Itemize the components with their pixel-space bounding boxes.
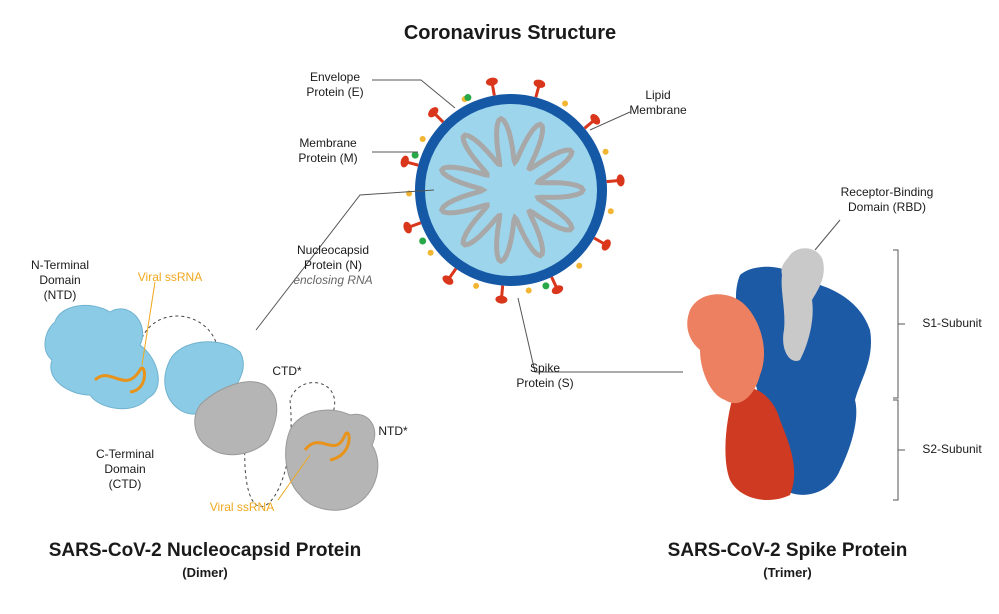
membrane-protein-dot [419, 136, 426, 142]
ctd-domain-surface-grey [194, 381, 278, 456]
s2-bracket [893, 399, 899, 501]
spike-head [403, 221, 412, 234]
envelope-protein-dot [542, 282, 550, 290]
spike-trimer [687, 219, 905, 501]
spike-blue-chain [735, 266, 872, 495]
ctd-star-label: CTD* [272, 364, 302, 378]
spike-head [551, 285, 564, 295]
spike-head [400, 155, 409, 168]
membrane-protein-dot [562, 100, 569, 107]
spike-leader [517, 297, 590, 373]
surface-proteins [400, 77, 625, 304]
envelope-protein-label: Envelope Protein (E) [306, 70, 364, 99]
s1-subunit-label: S1-Subunit [922, 316, 982, 330]
nucleocapsid-protein-label: Nucleocapsid Protein (N) [296, 243, 370, 272]
membrane-protein-dot [607, 208, 614, 215]
spike-head [495, 295, 508, 304]
ntd-domain-surface [44, 304, 159, 410]
nucleocapsid-rna-coil [438, 115, 586, 265]
ntd-star-label: NTD* [378, 424, 408, 438]
nucleocapsid-subheading: (Dimer) [182, 565, 228, 580]
membrane-protein-dot [473, 282, 480, 289]
viral-ssrna-label-top: Viral ssRNA [137, 270, 203, 284]
envelope-protein-dot [464, 94, 472, 102]
envelope-leader [372, 79, 456, 109]
nucleocapsid-leader [255, 189, 435, 331]
ssrna-leader-bottom [277, 454, 311, 501]
virion-leader-lines [255, 79, 683, 373]
ntd-label: N-Terminal Domain (NTD) [30, 258, 89, 302]
spike-red-chain [725, 387, 795, 500]
ssrna-leader-top [141, 281, 156, 366]
membrane-protein-label: Membrane Protein (M) [298, 136, 358, 165]
rbd-label: Receptor-Binding Domain (RBD) [840, 185, 934, 214]
nucleocapsid-dimer [44, 281, 379, 511]
spike-heading: SARS-CoV-2 Spike Protein [667, 540, 908, 561]
nucleocapsid-heading: SARS-CoV-2 Nucleocapsid Protein [48, 540, 362, 561]
spike-subheading: (Trimer) [763, 565, 812, 580]
membrane-protein-dot [525, 287, 532, 294]
virion-interior [425, 104, 597, 276]
rna-coil-path [438, 115, 586, 265]
spike-head [428, 107, 439, 118]
s2-subunit-label: S2-Subunit [922, 442, 982, 456]
spike-head [616, 174, 625, 187]
lipid-leader [589, 111, 631, 131]
spike-protein-label: Spike Protein (S) [516, 361, 574, 390]
nucleocapsid-note: enclosing RNA [293, 273, 373, 287]
rbd-leader [814, 219, 841, 251]
spike-head [442, 275, 454, 285]
membrane-protein-dot [427, 249, 434, 256]
rbd-grey [781, 248, 824, 361]
spike-head [485, 77, 498, 86]
ssrna-strand-1 [93, 366, 146, 394]
viral-ssrna-label-bottom: Viral ssRNA [209, 500, 275, 514]
ctd-label: C-Terminal Domain (CTD) [95, 447, 154, 491]
spike-head [590, 114, 601, 125]
spike-head [533, 79, 546, 88]
ssrna-strand-2 [303, 431, 351, 462]
s1-bracket [893, 249, 899, 399]
lipid-membrane-label: Lipid Membrane [629, 88, 687, 117]
envelope-protein-dot [411, 151, 419, 159]
membrane-protein-dot [576, 262, 583, 269]
membrane-protein-dot [602, 148, 609, 155]
spike-salmon-chain [687, 294, 765, 404]
virion [400, 77, 625, 304]
spike-head [601, 239, 611, 251]
envelope-protein-dot [419, 237, 427, 245]
main-title: Coronavirus Structure [403, 22, 617, 44]
